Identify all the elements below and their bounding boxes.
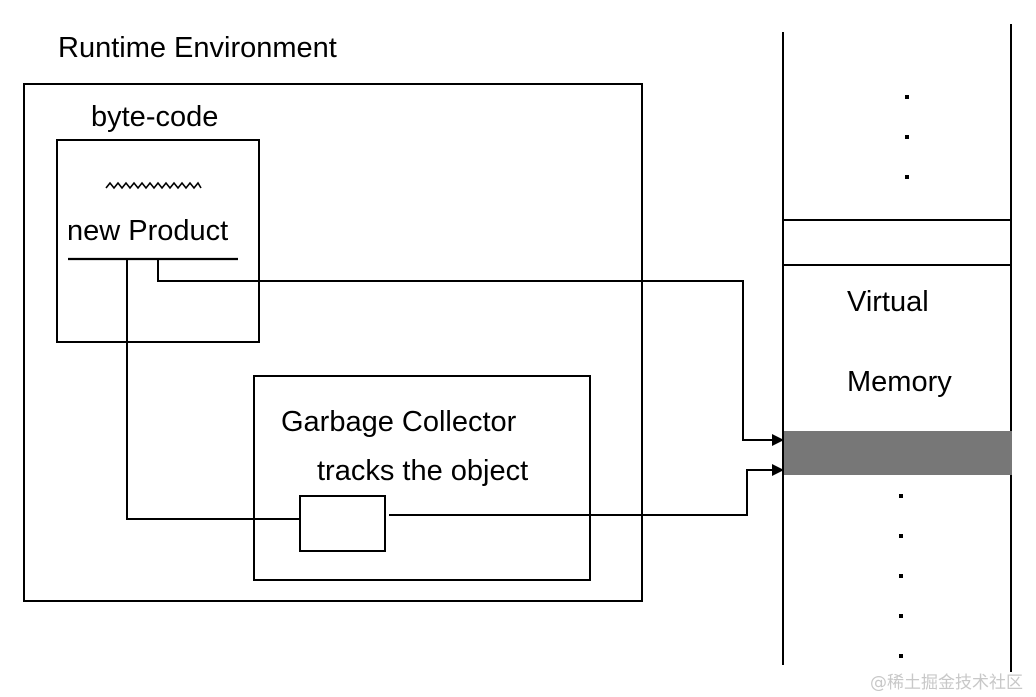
garbage-collector-box: [253, 375, 591, 581]
memory-ellipsis-bottom: [899, 494, 903, 658]
watermark: @稀土掘金技术社区: [870, 673, 1023, 693]
object-reference-box: [299, 495, 386, 552]
reference-to-gc-connector: [126, 259, 300, 520]
runtime-environment-label: Runtime Environment: [58, 32, 337, 64]
memory-ellipsis-top: [905, 95, 909, 179]
allocated-memory-block: [784, 431, 1012, 475]
virtual-memory-label-line1: Virtual: [847, 286, 929, 318]
new-product-statement: new Product: [67, 215, 228, 247]
runtime-environment-box: [23, 83, 643, 602]
gc-tracking-arrow: [389, 464, 784, 516]
garbage-collector-subtitle: tracks the object: [317, 455, 528, 487]
object-allocation-arrow: [157, 259, 784, 446]
garbage-collector-title: Garbage Collector: [281, 406, 517, 438]
code-squiggle: [105, 181, 202, 190]
virtual-memory-label-line2: Memory: [847, 366, 952, 398]
byte-code-box: [56, 139, 260, 343]
byte-code-label: byte-code: [91, 101, 218, 133]
